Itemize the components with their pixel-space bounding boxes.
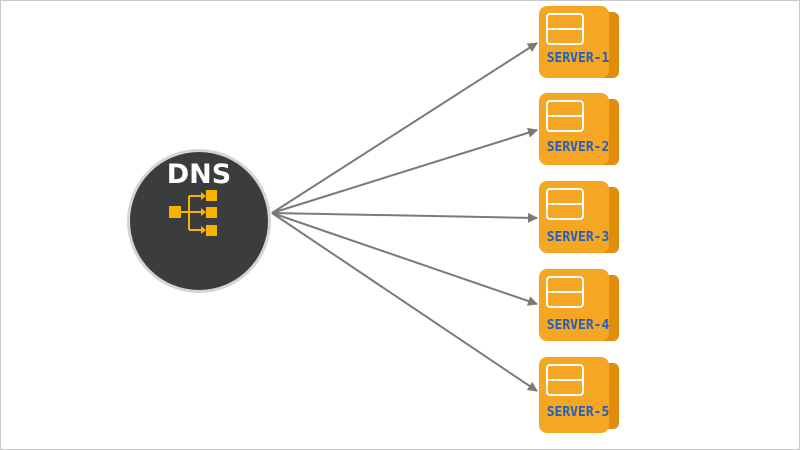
server-5: SERVER-5: [539, 357, 619, 433]
arrow-to-server-3: [271, 212, 538, 223]
server-label: SERVER-1: [547, 51, 610, 66]
arrow-to-server-2: [271, 127, 538, 214]
arrow-to-server-1: [271, 42, 538, 214]
server-3: SERVER-3: [539, 181, 619, 253]
server-1: SERVER-1: [539, 6, 619, 78]
dns-label: DNS: [167, 159, 231, 190]
load-balancer-icon: [169, 190, 217, 236]
arrows: [271, 42, 538, 392]
server-2: SERVER-2: [539, 93, 619, 165]
server-label: SERVER-3: [547, 230, 610, 245]
dns-node: DNS: [127, 149, 271, 293]
arrow-to-server-5: [271, 212, 538, 392]
server-label: SERVER-4: [547, 318, 610, 333]
server-label: SERVER-5: [547, 405, 610, 420]
arrow-to-server-4: [271, 212, 538, 306]
server-4: SERVER-4: [539, 269, 619, 341]
server-label: SERVER-2: [547, 140, 610, 155]
